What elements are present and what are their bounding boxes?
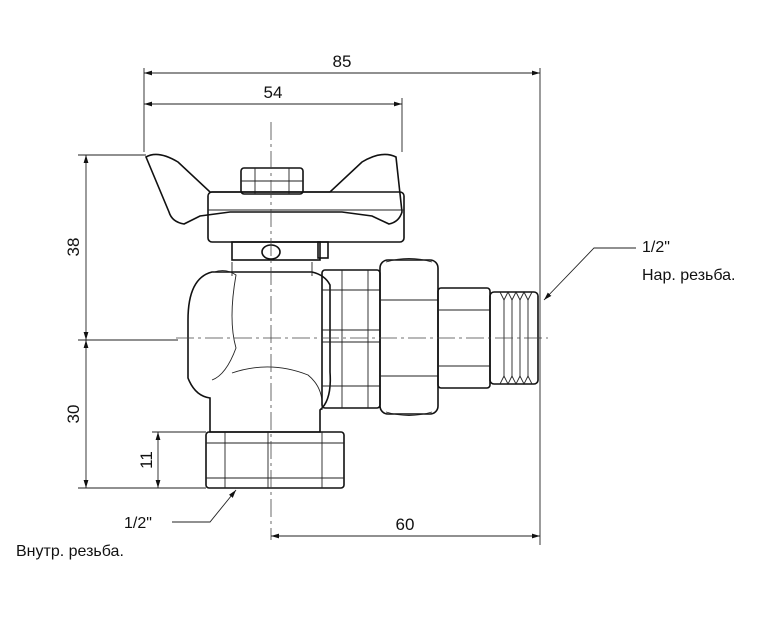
dim-54-label: 54 (264, 83, 283, 102)
butterfly-handle (144, 153, 403, 225)
female-thread-leader (172, 489, 237, 523)
union-hex-nut (379, 259, 439, 415)
dim-85-label: 85 (333, 52, 352, 71)
male-thread-size: 1/2" (642, 239, 670, 256)
female-thread-label: Внутр. резьба. (16, 543, 124, 560)
valve-body (144, 153, 539, 489)
dim-11-label: 11 (137, 451, 156, 469)
female-thread-size: 1/2" (124, 515, 152, 532)
female-thread-nut (205, 431, 345, 489)
dimension-lines (78, 68, 541, 545)
dim-60-label: 60 (396, 515, 415, 534)
male-thread-label: Нар. резьба. (642, 267, 736, 284)
dim-38-label: 38 (64, 238, 83, 257)
dim-30-label: 30 (64, 405, 83, 424)
male-thread-leader (543, 247, 636, 301)
ball-body (187, 271, 332, 433)
